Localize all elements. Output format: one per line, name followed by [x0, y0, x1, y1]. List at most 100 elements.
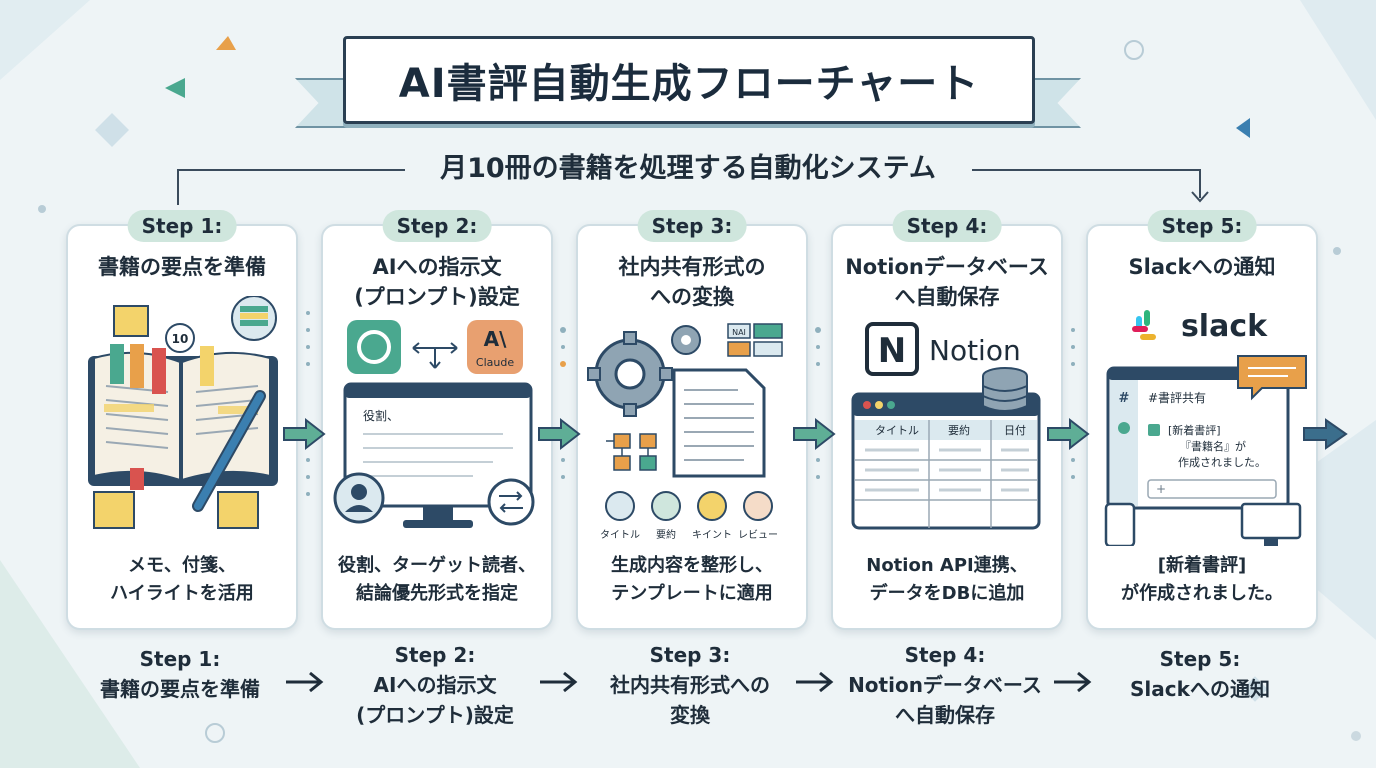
- subtitle-bracket-line: [177, 169, 1209, 205]
- step-card-4: Step 4: Notionデータベース へ自動保存 N Notion タイトル…: [831, 210, 1063, 630]
- step-description: メモ、付箋、 ハイライトを活用: [68, 552, 296, 608]
- step-description: [新着書評] が作成されました。: [1088, 552, 1316, 608]
- bottom-step-label: Step 4:: [904, 643, 986, 667]
- step-description-line: が作成されました。: [1121, 583, 1283, 604]
- bottom-step-label: Step 2:: [394, 643, 476, 667]
- message-line: [新着書評]: [1168, 423, 1221, 437]
- column-header: タイトル: [875, 424, 919, 437]
- step-description: Notion API連携、 データをDBに追加: [833, 552, 1061, 608]
- title-ribbon: AI書評自動生成フローチャート: [295, 36, 1081, 136]
- flow-arrow-icon: [1047, 417, 1090, 451]
- input-plus: +: [1156, 482, 1166, 496]
- icon-label: タイトル: [600, 529, 640, 541]
- screen-text: 役割、: [363, 408, 399, 423]
- step-title-line: への変換: [650, 285, 734, 309]
- svg-text:#: #: [1119, 391, 1130, 406]
- dotted-connector: [306, 311, 310, 496]
- flow-arrow-icon: [538, 417, 581, 451]
- step-description: 役割、ターゲット読者、 結論優先形式を指定: [323, 552, 551, 608]
- bottom-step-1: Step 1: 書籍の要点を準備: [60, 644, 300, 704]
- tag-label: NAI: [732, 328, 746, 337]
- step-badge: Step 3:: [637, 210, 747, 242]
- step-description-line: メモ、付箋、: [128, 555, 236, 576]
- bottom-step-text: へ自動保存: [895, 703, 995, 727]
- bottom-step-text: AIへの指示文: [373, 673, 497, 697]
- bottom-arrow-icon: [1054, 671, 1092, 693]
- dotted-connector: [1071, 328, 1075, 479]
- step-badge: Step 1:: [127, 210, 237, 242]
- step-badge: Step 4:: [892, 210, 1002, 242]
- message-line: 『書籍名』が: [1180, 439, 1246, 453]
- subtitle: 月10冊の書籍を処理する自動化システム: [440, 153, 936, 184]
- pencil-icon: [605, 491, 635, 521]
- step-description-line: 結論優先形式を指定: [356, 583, 518, 604]
- step-title-line: (プロンプト)設定: [354, 285, 520, 309]
- dotted-connector: [560, 327, 566, 479]
- settings-arrows-icon: [487, 478, 535, 526]
- step-title-line: AIへの指示文: [372, 255, 502, 279]
- step-title-line: Slackへの通知: [1128, 255, 1276, 279]
- icon-label: レビュー: [738, 529, 778, 541]
- claude-icon: [467, 320, 523, 374]
- step-title: Notionデータベース へ自動保存: [833, 252, 1061, 312]
- bottom-step-label: Step 1:: [139, 647, 221, 671]
- step-card-3: Step 3: 社内共有形式の への変換 NAI タ: [576, 210, 808, 630]
- step-title-line: 書籍の要点を準備: [98, 255, 266, 279]
- chatgpt-icon: [347, 320, 401, 374]
- bottom-step-label: Step 5:: [1159, 647, 1241, 671]
- bottom-arrow-icon: [286, 671, 324, 693]
- step-title: 社内共有形式の への変換: [578, 252, 806, 312]
- notion-brand: Notion: [929, 334, 1021, 367]
- message-line: 作成されました。: [1178, 456, 1266, 469]
- bottom-step-text: Slackへの通知: [1130, 677, 1270, 701]
- step-title: 書籍の要点を準備: [68, 252, 296, 282]
- step-card-5: Step 5: Slackへの通知 slack # #書評共有 [新着書評] 『…: [1086, 210, 1318, 630]
- format-conversion-illustration: NAI タイトル 要約 キイント レビュー: [587, 323, 783, 541]
- step-description-line: 役割、ターゲット読者、: [338, 555, 536, 576]
- bottom-arrow-icon: [796, 671, 834, 693]
- step-title-line: 社内共有形式の: [618, 255, 766, 279]
- bottom-step-3: Step 3: 社内共有形式への 変換: [570, 640, 810, 730]
- notion-database-illustration: N Notion タイトル 要約 日付: [851, 322, 1041, 530]
- bottom-step-text: (プロンプト)設定: [356, 703, 514, 727]
- clipboard-icon: [743, 491, 773, 521]
- phone-icon: [1104, 502, 1136, 546]
- ai-prompt-illustration: A\ Claude 役割、: [333, 320, 535, 528]
- step-description-line: ハイライトを活用: [110, 583, 254, 604]
- bottom-step-text: 変換: [670, 703, 710, 727]
- svg-text:N: N: [878, 331, 906, 371]
- flow-arrow-icon: [793, 417, 836, 451]
- step-card-1: Step 1: 書籍の要点を準備 10 メモ、付箋、 ハイライトを活: [66, 210, 298, 630]
- bottom-arrow-icon: [540, 671, 578, 693]
- step-description-line: テンプレートに適用: [611, 583, 773, 604]
- step-description: 生成内容を整形し、 テンプレートに適用: [578, 552, 806, 608]
- book-count-badge: 10: [172, 332, 189, 346]
- bottom-step-5: Step 5: Slackへの通知: [1080, 644, 1320, 704]
- step-title: AIへの指示文 (プロンプト)設定: [323, 252, 551, 312]
- step-card-2: Step 2: AIへの指示文 (プロンプト)設定 A\ Claude 役割、 …: [321, 210, 553, 630]
- flow-arrow-icon: [283, 417, 326, 451]
- dotted-connector: [815, 327, 821, 479]
- column-header: 要約: [948, 423, 970, 437]
- monitor-icon: [1240, 502, 1302, 540]
- bottom-step-text: Notionデータベース: [848, 673, 1042, 697]
- claude-label: Claude: [476, 356, 514, 369]
- list-icon: [697, 491, 727, 521]
- step-description-line: [新着書評]: [1157, 555, 1247, 576]
- notion-logo-icon: [865, 322, 919, 376]
- title-box: AI書評自動生成フローチャート: [343, 36, 1035, 124]
- step-description-line: Notion API連携、: [866, 555, 1028, 576]
- summary-icon: [651, 491, 681, 521]
- icon-label: キイント: [692, 530, 732, 541]
- slack-logo-icon: [1132, 310, 1156, 340]
- bottom-step-text: 社内共有形式への: [610, 673, 770, 697]
- column-header: 日付: [1004, 424, 1026, 437]
- bottom-step-label: Step 3:: [649, 643, 731, 667]
- book-notes-illustration: 10: [88, 296, 278, 529]
- step-title-line: へ自動保存: [894, 285, 1000, 309]
- slack-brand: slack: [1181, 309, 1268, 344]
- step-title-line: Notionデータベース: [845, 255, 1049, 279]
- bottom-step-2: Step 2: AIへの指示文 (プロンプト)設定: [315, 640, 555, 730]
- bottom-step-text: 書籍の要点を準備: [100, 677, 260, 701]
